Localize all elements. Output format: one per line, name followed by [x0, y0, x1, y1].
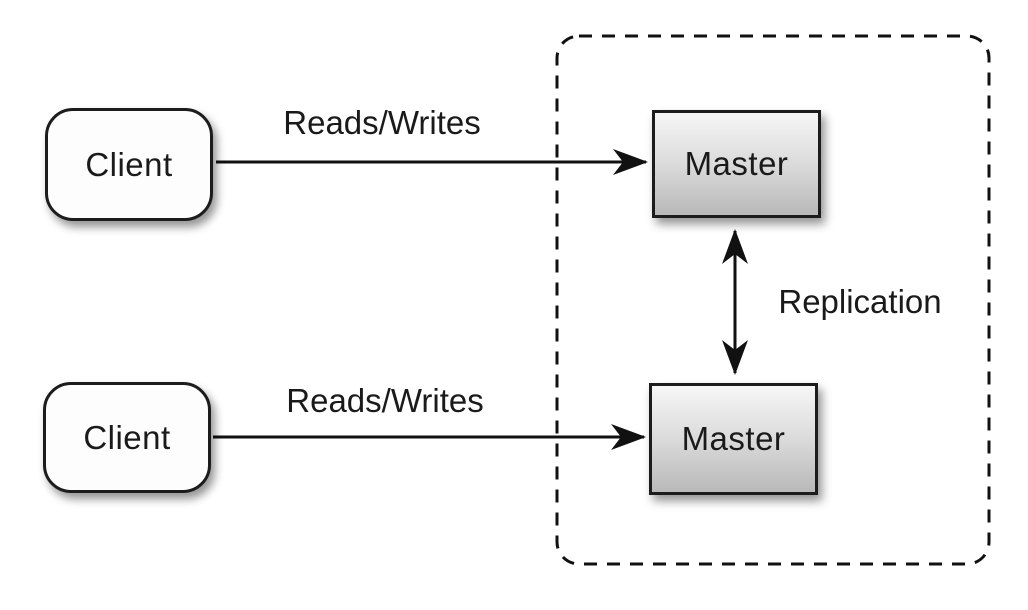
node-client-bottom: Client	[43, 382, 211, 493]
node-client-top: Client	[45, 108, 213, 221]
edge-label-replication: Replication	[778, 283, 942, 320]
node-master-top-label: Master	[684, 145, 789, 182]
node-master-bottom-label: Master	[681, 420, 786, 457]
node-client-top-label: Client	[85, 145, 173, 183]
edge-label-reads-writes-bottom: Reads/Writes	[286, 382, 484, 419]
node-master-top: Master	[652, 110, 821, 218]
node-master-bottom: Master	[649, 383, 818, 495]
edge-label-reads-writes-top: Reads/Writes	[283, 104, 481, 141]
node-client-bottom-label: Client	[83, 418, 171, 456]
